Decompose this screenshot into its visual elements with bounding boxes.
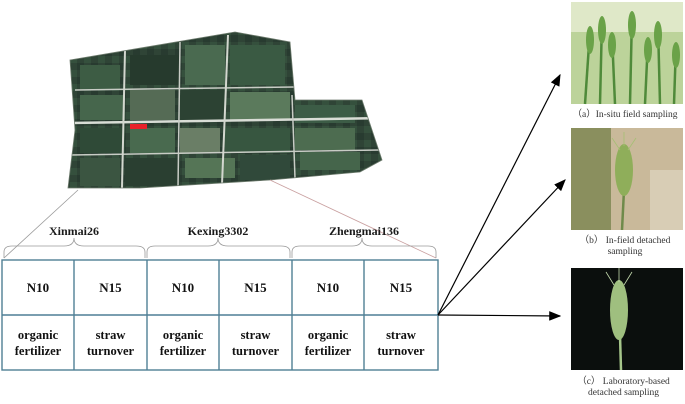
variety-braces <box>3 237 437 258</box>
nitrogen-cell: N15 <box>99 279 122 295</box>
variety-label-kexing3302: Kexing3302 <box>187 224 249 238</box>
treatment-cell: straw turnover <box>86 327 135 358</box>
connector-right <box>269 179 437 259</box>
treatment-cell: organic fertilizer <box>159 327 207 358</box>
treatment-cell: straw turnover <box>231 327 280 358</box>
treatment-cell: organic fertilizer <box>304 327 352 358</box>
photo-in-field-detached <box>571 128 683 231</box>
variety-label-xinmai26: Xinmai26 <box>48 224 99 238</box>
sample-plot-marker <box>130 124 147 129</box>
variety-label-zhengmai136: Zhengmai136 <box>328 224 399 238</box>
treatment-cell: organic fertilizer <box>14 327 62 358</box>
connector-left <box>3 189 79 259</box>
photo-in-situ-field <box>571 2 683 105</box>
nitrogen-cell: N10 <box>26 279 50 295</box>
caption-in-situ-field: （a）In-situ field sampling <box>572 110 678 120</box>
field-map-outline <box>67 31 383 189</box>
nitrogen-cell: N10 <box>316 279 340 295</box>
sampling-arrows <box>437 73 566 321</box>
nitrogen-cell: N10 <box>171 279 195 295</box>
treatment-cell: straw turnover <box>377 327 425 358</box>
caption-laboratory-detached: （c） Laboratory-based detached sampling <box>577 377 670 398</box>
field-map-image <box>68 32 382 188</box>
caption-in-field-detached: （b） In-field detached sampling <box>579 236 671 257</box>
nitrogen-cell: N15 <box>244 279 267 295</box>
nitrogen-cell: N15 <box>389 279 413 295</box>
photo-laboratory-detached <box>571 268 683 371</box>
